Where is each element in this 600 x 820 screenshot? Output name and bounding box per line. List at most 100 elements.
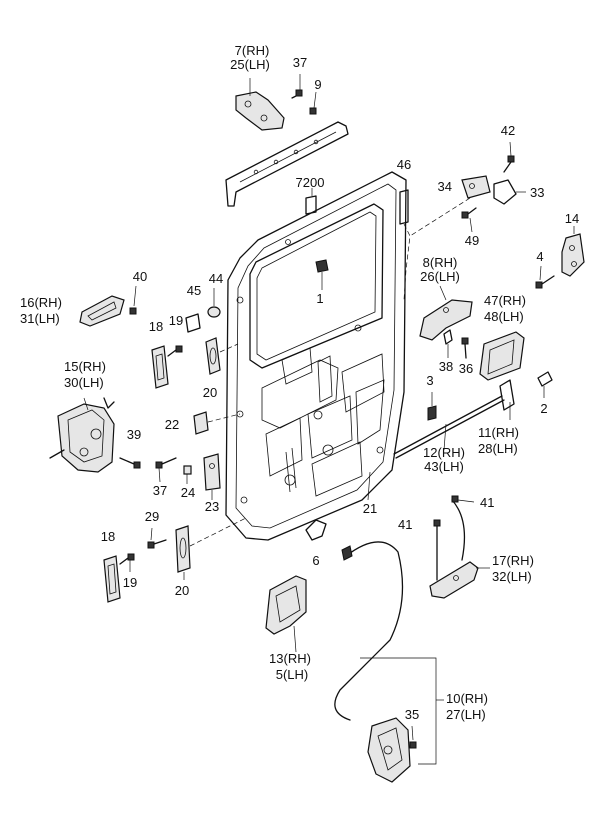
callout-43-lh: 43(LH) [424,459,464,474]
callout-18-lower: 18 [100,529,116,544]
callout-42: 42 [500,123,516,138]
callout-15-rh: 15(RH) [64,359,106,374]
callout-37: 37 [292,55,308,70]
callout-3: 3 [426,373,434,388]
callout-41-right: 41 [480,495,495,510]
callout-41-left: 41 [398,517,413,532]
bumper-22 [193,411,241,435]
callout-30-lh: 30(LH) [64,375,104,390]
callout-7200: 7200 [295,175,325,190]
latch-35 [367,717,417,783]
callout-45: 45 [186,283,202,298]
bolt-37 [291,74,303,99]
upper-bracket [235,78,285,131]
callout-1: 1 [316,291,324,306]
callout-29: 29 [144,509,160,524]
part-7200 [305,188,317,215]
bracket-17 [429,499,490,599]
handle-16 [79,295,125,327]
callout-2: 2 [540,401,548,416]
callout-13-rh: 13(RH) [269,651,311,666]
callout-23: 23 [204,499,220,514]
callout-47-rh: 47(RH) [484,293,526,308]
plug-6 [305,519,327,541]
callout-10-rh: 10(RH) [446,691,488,706]
lock-15 [49,397,115,473]
rod-assembly [393,379,515,459]
clip-3 [427,392,437,421]
bracket-18-lower [103,555,121,603]
bolt-4 [535,265,555,289]
callout-6: 6 [312,553,320,568]
part-24 [183,465,192,484]
inner-handle-13 [265,575,307,653]
callout-20-lower: 20 [174,583,190,598]
callout-22: 22 [164,417,180,432]
callout-24: 24 [180,485,196,500]
callout-37-lower: 37 [152,483,168,498]
bolt-19-lower [119,553,135,572]
callout-36: 36 [458,361,474,376]
bracket-8 [419,285,473,341]
callout-21: 21 [362,501,378,516]
bracket-18-upper [151,345,169,389]
callout-35: 35 [404,707,420,722]
callout-38: 38 [438,359,454,374]
callout-20: 20 [202,385,218,400]
callout-27-lh: 27(LH) [446,707,486,722]
callout-28-lh: 28(LH) [478,441,518,456]
callout-40: 40 [132,269,148,284]
bumper-20-lower [175,517,247,580]
bolt-41-left [433,519,441,581]
callout-46: 46 [396,157,412,172]
bolt-29 [147,527,167,549]
part-1 [315,259,329,290]
callout-34: 34 [437,179,452,194]
callout-39: 39 [126,427,142,442]
callout-32-lh: 32(LH) [492,569,532,584]
bolt-49 [461,207,477,233]
callout-7-rh: 7(RH) [234,43,270,58]
callout-16-rh: 16(RH) [20,295,62,310]
bolt-42 [503,141,515,173]
callout-49: 49 [464,233,480,248]
clip-2 [537,371,553,398]
callout-9: 9 [314,77,322,92]
bracket-23 [203,453,221,500]
callout-44: 44 [208,271,224,286]
callout-33: 33 [530,185,545,200]
door-panel [225,171,407,541]
bolt-40 [129,285,137,315]
bolt-41-right [451,495,475,503]
callout-26-lh: 26(LH) [420,269,460,284]
leader-21 [367,471,371,501]
callout-25-lh: 25(LH) [230,57,270,72]
bolt-39 [119,457,141,469]
callout-14: 14 [564,211,580,226]
pad-45 [185,313,201,333]
bolt-19-upper [167,345,183,357]
callout-31-lh: 31(LH) [20,311,60,326]
callout-5-lh: 5(LH) [275,667,309,682]
bolt-37-lower [155,457,177,483]
callout-11-rh: 11(RH) [478,425,519,440]
bolt-9 [309,91,317,115]
upper-rail [225,121,349,207]
callout-19: 19 [168,313,184,328]
grommet-44 [207,288,221,318]
callout-12-rh: 12(RH) [423,445,465,460]
cable-10 [334,541,444,765]
callout-19-lower: 19 [122,575,138,590]
callout-8-rh: 8(RH) [422,255,458,270]
callout-48-lh: 48(LH) [484,309,524,324]
plate-33 [493,179,526,205]
bolt-36 [461,337,469,359]
callout-17-rh: 17(RH) [492,553,534,568]
callout-4: 4 [536,249,544,264]
hinge-14 [561,226,585,277]
bumper-20-upper [205,337,239,375]
part-46 [399,189,411,301]
clip-38 [443,329,453,358]
